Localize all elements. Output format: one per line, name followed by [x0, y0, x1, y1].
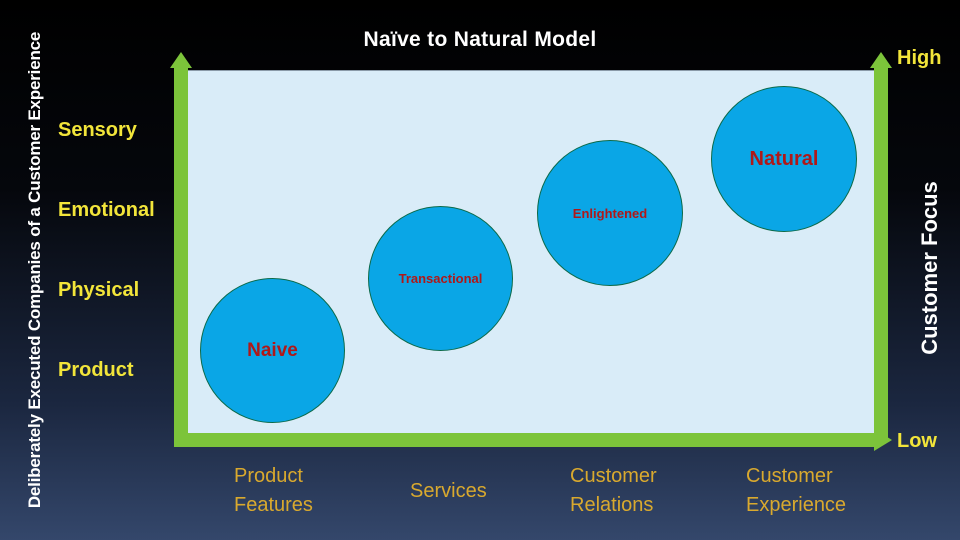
right-arrow: [870, 52, 892, 440]
stage-label: Naive: [247, 339, 298, 361]
y-level-product: Product: [58, 359, 134, 381]
stage-label: Natural: [749, 147, 819, 170]
x-category-customer-relations: Customer Relations: [570, 462, 657, 520]
x-category-line: Customer: [746, 465, 833, 487]
x-category-line: Customer: [570, 465, 657, 487]
stage-bubble-transactional: Transactional: [368, 206, 513, 351]
x-category-customer-experience: Customer Experience: [746, 462, 846, 520]
stage-bubble-natural: Natural: [711, 86, 857, 232]
left-arrow: [170, 52, 192, 440]
stage-bubble-enlightened: Enlightened: [537, 140, 683, 286]
right-axis-label: Customer Focus: [917, 181, 942, 355]
y-level-sensory: Sensory: [58, 119, 137, 141]
y-level-emotional: Emotional: [58, 199, 155, 221]
bottom-arrow: [174, 429, 892, 451]
left-axis-label: Deliberately Executed Companies of a Cus…: [25, 31, 44, 509]
y-level-physical: Physical: [58, 279, 140, 301]
stage-label: Enlightened: [572, 205, 648, 221]
x-category-line: Experience: [746, 494, 847, 516]
slide-title: Naïve to Natural Model: [363, 28, 597, 51]
x-category-line: Relations: [570, 494, 654, 516]
x-category-line: Features: [234, 494, 313, 516]
scale-high-label: High: [897, 47, 942, 69]
stage-bubble-naive: Naive: [200, 278, 345, 423]
x-category-line: Services: [410, 480, 487, 502]
x-category-product-features: Product Features: [234, 462, 313, 520]
stage-label: Transactional: [398, 271, 483, 286]
x-category-line: Product: [234, 465, 303, 487]
x-category-services: Services: [410, 477, 487, 506]
scale-low-label: Low: [897, 430, 937, 452]
